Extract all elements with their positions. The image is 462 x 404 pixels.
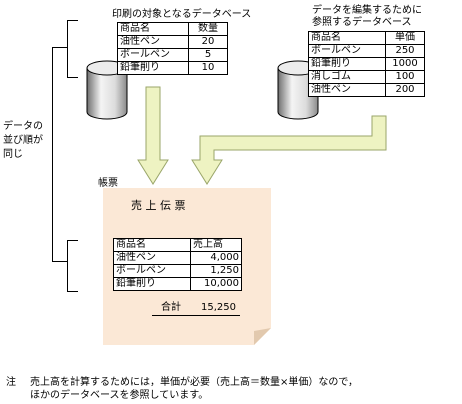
item-sales: 10,000	[190, 277, 242, 291]
item-name: 鉛筆削り	[308, 57, 386, 71]
item-price: 100	[385, 70, 425, 84]
ref-db-caption-line2: 参照するデータベース	[312, 17, 412, 28]
column-header: 数量	[188, 22, 228, 36]
side-label: データの並び順が同じ	[3, 120, 51, 162]
item-sales: 1,250	[190, 264, 242, 278]
item-name: 油性ペン	[308, 83, 386, 97]
form-table: 商品名 売上高 油性ペン 4,000 ボールペン 1,250 鉛筆削り 10,0…	[113, 238, 242, 291]
item-price: 1000	[385, 57, 425, 71]
item-sales: 4,000	[190, 251, 242, 265]
print-db-arrow	[137, 86, 169, 185]
column-header: 売上高	[190, 238, 242, 252]
table-header-row: 商品名 単価	[308, 31, 425, 45]
item-qty: 10	[188, 61, 228, 75]
column-header: 商品名	[117, 22, 189, 36]
table-row: 鉛筆削り 1000	[308, 57, 425, 71]
column-header: 商品名	[113, 238, 191, 252]
print-db-caption: 印刷の対象となるデータベース	[112, 9, 252, 20]
bottom-bracket	[67, 240, 78, 292]
form-label: 帳票	[98, 178, 118, 189]
table-row: 油性ペン 4,000	[113, 251, 242, 265]
item-qty: 5	[188, 48, 228, 62]
table-header-row: 商品名 売上高	[113, 238, 242, 252]
ref-db-table: 商品名 単価 ボールペン 250 鉛筆削り 1000 消しゴム 100 油性ペン…	[308, 31, 425, 97]
column-header: 商品名	[308, 31, 386, 45]
item-name: 油性ペン	[113, 251, 191, 265]
table-row: 油性ペン 200	[308, 83, 425, 97]
item-name: 油性ペン	[117, 35, 189, 49]
item-price: 200	[385, 83, 425, 97]
item-qty: 20	[188, 35, 228, 49]
table-row: ボールペン 250	[308, 44, 425, 58]
column-header: 単価	[385, 31, 425, 45]
table-row: 鉛筆削り 10,000	[113, 277, 242, 291]
total-label: 合計	[161, 302, 181, 313]
item-name: 鉛筆削り	[117, 61, 189, 75]
table-header-row: 商品名 数量	[117, 22, 228, 36]
top-bracket	[67, 20, 78, 78]
ref-db-arrow	[191, 115, 387, 185]
table-row: ボールペン 1,250	[113, 264, 242, 278]
note-line1: 売上高を計算するためには，単価が必要（売上高＝数量×単価）なので，	[30, 377, 358, 388]
bracket-stub-top	[52, 47, 67, 48]
item-name: 消しゴム	[308, 70, 386, 84]
table-row: 油性ペン 20	[117, 35, 228, 49]
bracket-connector	[52, 47, 53, 261]
print-db-table: 商品名 数量 油性ペン 20 ボールペン 5 鉛筆削り 10	[117, 22, 228, 75]
note-line2: ほかのデータベースを参照しています。	[30, 390, 209, 401]
item-name: ボールペン	[113, 264, 191, 278]
item-price: 250	[385, 44, 425, 58]
item-name: ボールペン	[308, 44, 386, 58]
item-name: 鉛筆削り	[113, 277, 191, 291]
table-row: 消しゴム 100	[308, 70, 425, 84]
ref-db-caption-line1: データを編集するために	[312, 5, 422, 16]
table-row: 鉛筆削り 10	[117, 61, 228, 75]
item-name: ボールペン	[117, 48, 189, 62]
bracket-stub-bottom	[52, 261, 67, 262]
form-title: 売 上 伝 票	[131, 199, 186, 212]
note-mark: 注	[6, 377, 16, 388]
total-underline	[152, 315, 240, 316]
total-value: 15,250	[201, 302, 236, 313]
table-row: ボールペン 5	[117, 48, 228, 62]
